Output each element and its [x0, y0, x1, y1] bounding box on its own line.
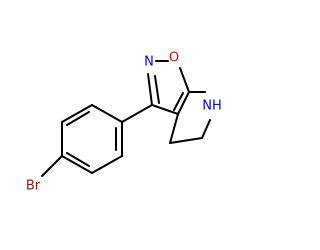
pyrroline-ring [169, 91, 211, 144]
benzene-ring [61, 104, 123, 174]
atom-o-ring: O [169, 51, 179, 66]
bond-benzene-inner-2 [66, 152, 90, 167]
bond-c4-c3a [169, 113, 179, 144]
bond-nh-c5 [201, 119, 211, 139]
bond-c3-n-double [154, 75, 160, 104]
bond-benzene-5 [91, 155, 123, 174]
bond-c3a-c3 [151, 104, 179, 115]
molecule-structure: N O NH Br [26, 51, 222, 194]
bond-aryl-isoxazole [121, 104, 153, 123]
atom-nh: NH [202, 99, 222, 114]
bond-o-c6a [179, 67, 190, 93]
bond-benzene-inner-1 [66, 111, 90, 126]
isoxazole-ring [147, 60, 190, 115]
bond-c3-n [147, 73, 153, 106]
bond-c6a-c3a [177, 91, 190, 115]
bond-c-br [41, 155, 63, 177]
bond-c5-c4 [169, 137, 203, 144]
bond-benzene-4 [61, 155, 93, 174]
bond-c6a-c3a-double [173, 92, 184, 111]
bond-benzene-1 [91, 104, 123, 123]
bond-benzene-2 [61, 104, 93, 123]
atom-br: Br [26, 179, 41, 194]
atom-n-ring: N [144, 55, 154, 70]
